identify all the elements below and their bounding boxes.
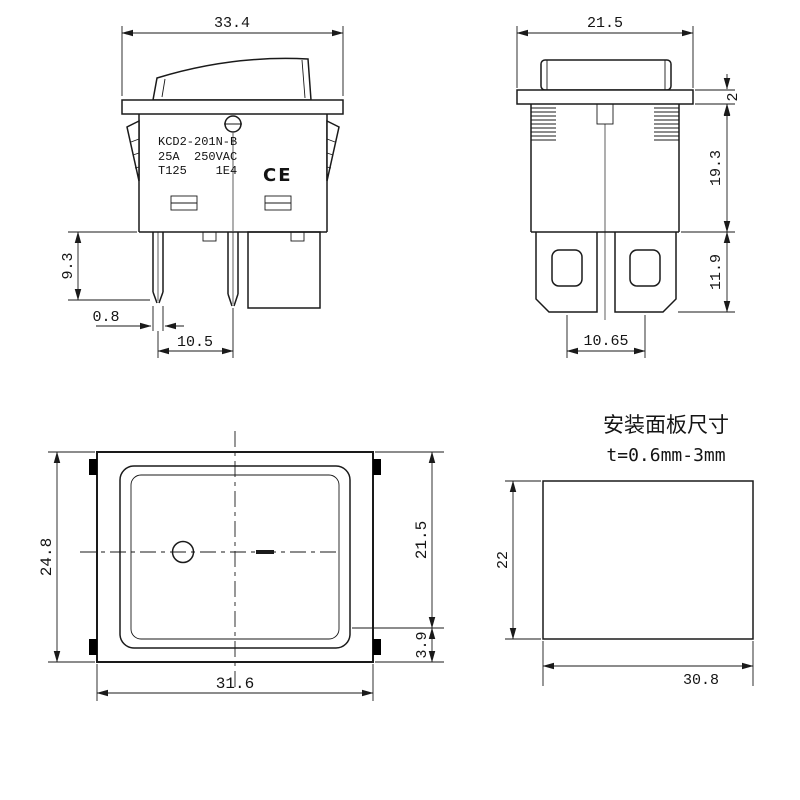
cutout-width-extension-lines (542, 641, 754, 686)
side-rocker-edge-lines (546, 60, 666, 90)
ce-mark: CE (263, 165, 293, 186)
corner-tab-top-left (89, 459, 97, 475)
terminal-length-dim-label: 9.3 (60, 252, 77, 279)
panel-cutout-rect (542, 480, 754, 640)
side-flange (516, 89, 694, 105)
side-width-dim-label: 21.5 (587, 15, 623, 32)
face-view: 24.8 31.6 21.5 3.9 (38, 431, 444, 701)
terminal-block-right (614, 232, 677, 313)
panel-cutout-view: 安装面板尺寸 t=0.6mm-3mm 22 30.8 (495, 413, 754, 689)
terminal-length-extension-lines (68, 231, 150, 301)
panel-cutout-title: 安装面板尺寸 (603, 413, 729, 437)
front-width-extension-lines (121, 26, 344, 96)
terminal-block-left (535, 232, 598, 313)
terminal-thickness-extension-lines (152, 306, 164, 331)
side-rocker (540, 59, 672, 91)
corner-tab-top-right (373, 459, 381, 475)
model-label: KCD2-201N-B (158, 135, 237, 149)
rocker-actuator-edge-lines (161, 59, 306, 99)
right-snap-wing-serrations (326, 138, 336, 169)
right-snap-wing (326, 119, 340, 182)
side-width-extension-lines (516, 26, 694, 88)
front-width-dim-label: 33.4 (214, 15, 250, 32)
side-ribs-right (654, 107, 679, 141)
left-snap-wing (126, 119, 140, 182)
approvals-label: T125 1E4 (158, 164, 237, 178)
front-flange (121, 99, 344, 115)
terminal-thickness-dim-label: 0.8 (92, 309, 119, 326)
terminal-height-dim-label: 11.9 (708, 254, 725, 290)
corner-tab-bottom-right (373, 639, 381, 655)
left-snap-wing-serrations (130, 138, 140, 169)
terminal-center (227, 232, 239, 307)
cutout-height-dim-label: 22 (495, 551, 512, 569)
base-housing (247, 231, 321, 309)
body-depth-dim-label: 19.3 (708, 150, 725, 186)
face-inner-height-dim-label: 21.5 (413, 521, 431, 559)
side-terminal-pitch-dim-label: 10.65 (583, 333, 628, 350)
corner-tab-bottom-left (89, 639, 97, 655)
rating-label: 25A 250VAC (158, 150, 237, 164)
panel-thickness-note: t=0.6mm-3mm (606, 445, 725, 466)
side-view: 21.5 2 19.3 11.9 10.65 (516, 15, 742, 358)
rocker-actuator (152, 57, 312, 101)
face-offset-dim-label: 3.9 (414, 631, 431, 658)
face-height-dim-label: 24.8 (38, 538, 56, 576)
mounting-peg-right (290, 231, 305, 242)
terminal-left (152, 232, 164, 304)
side-ribs-left (531, 107, 556, 141)
side-latch (596, 103, 614, 125)
terminal-hole-left (551, 249, 583, 287)
terminal-pitch-dim-label: 10.5 (177, 334, 213, 351)
mounting-peg-left (202, 231, 217, 242)
cutout-width-dim-label: 30.8 (683, 672, 719, 689)
front-view: 33.4 KCD2-201N-B 25A 250VAC T125 1E4 CE (60, 15, 344, 358)
face-width-dim-label: 31.6 (216, 675, 254, 693)
terminal-hole-right (629, 249, 661, 287)
flange-thickness-dim-label: 2 (725, 92, 742, 101)
